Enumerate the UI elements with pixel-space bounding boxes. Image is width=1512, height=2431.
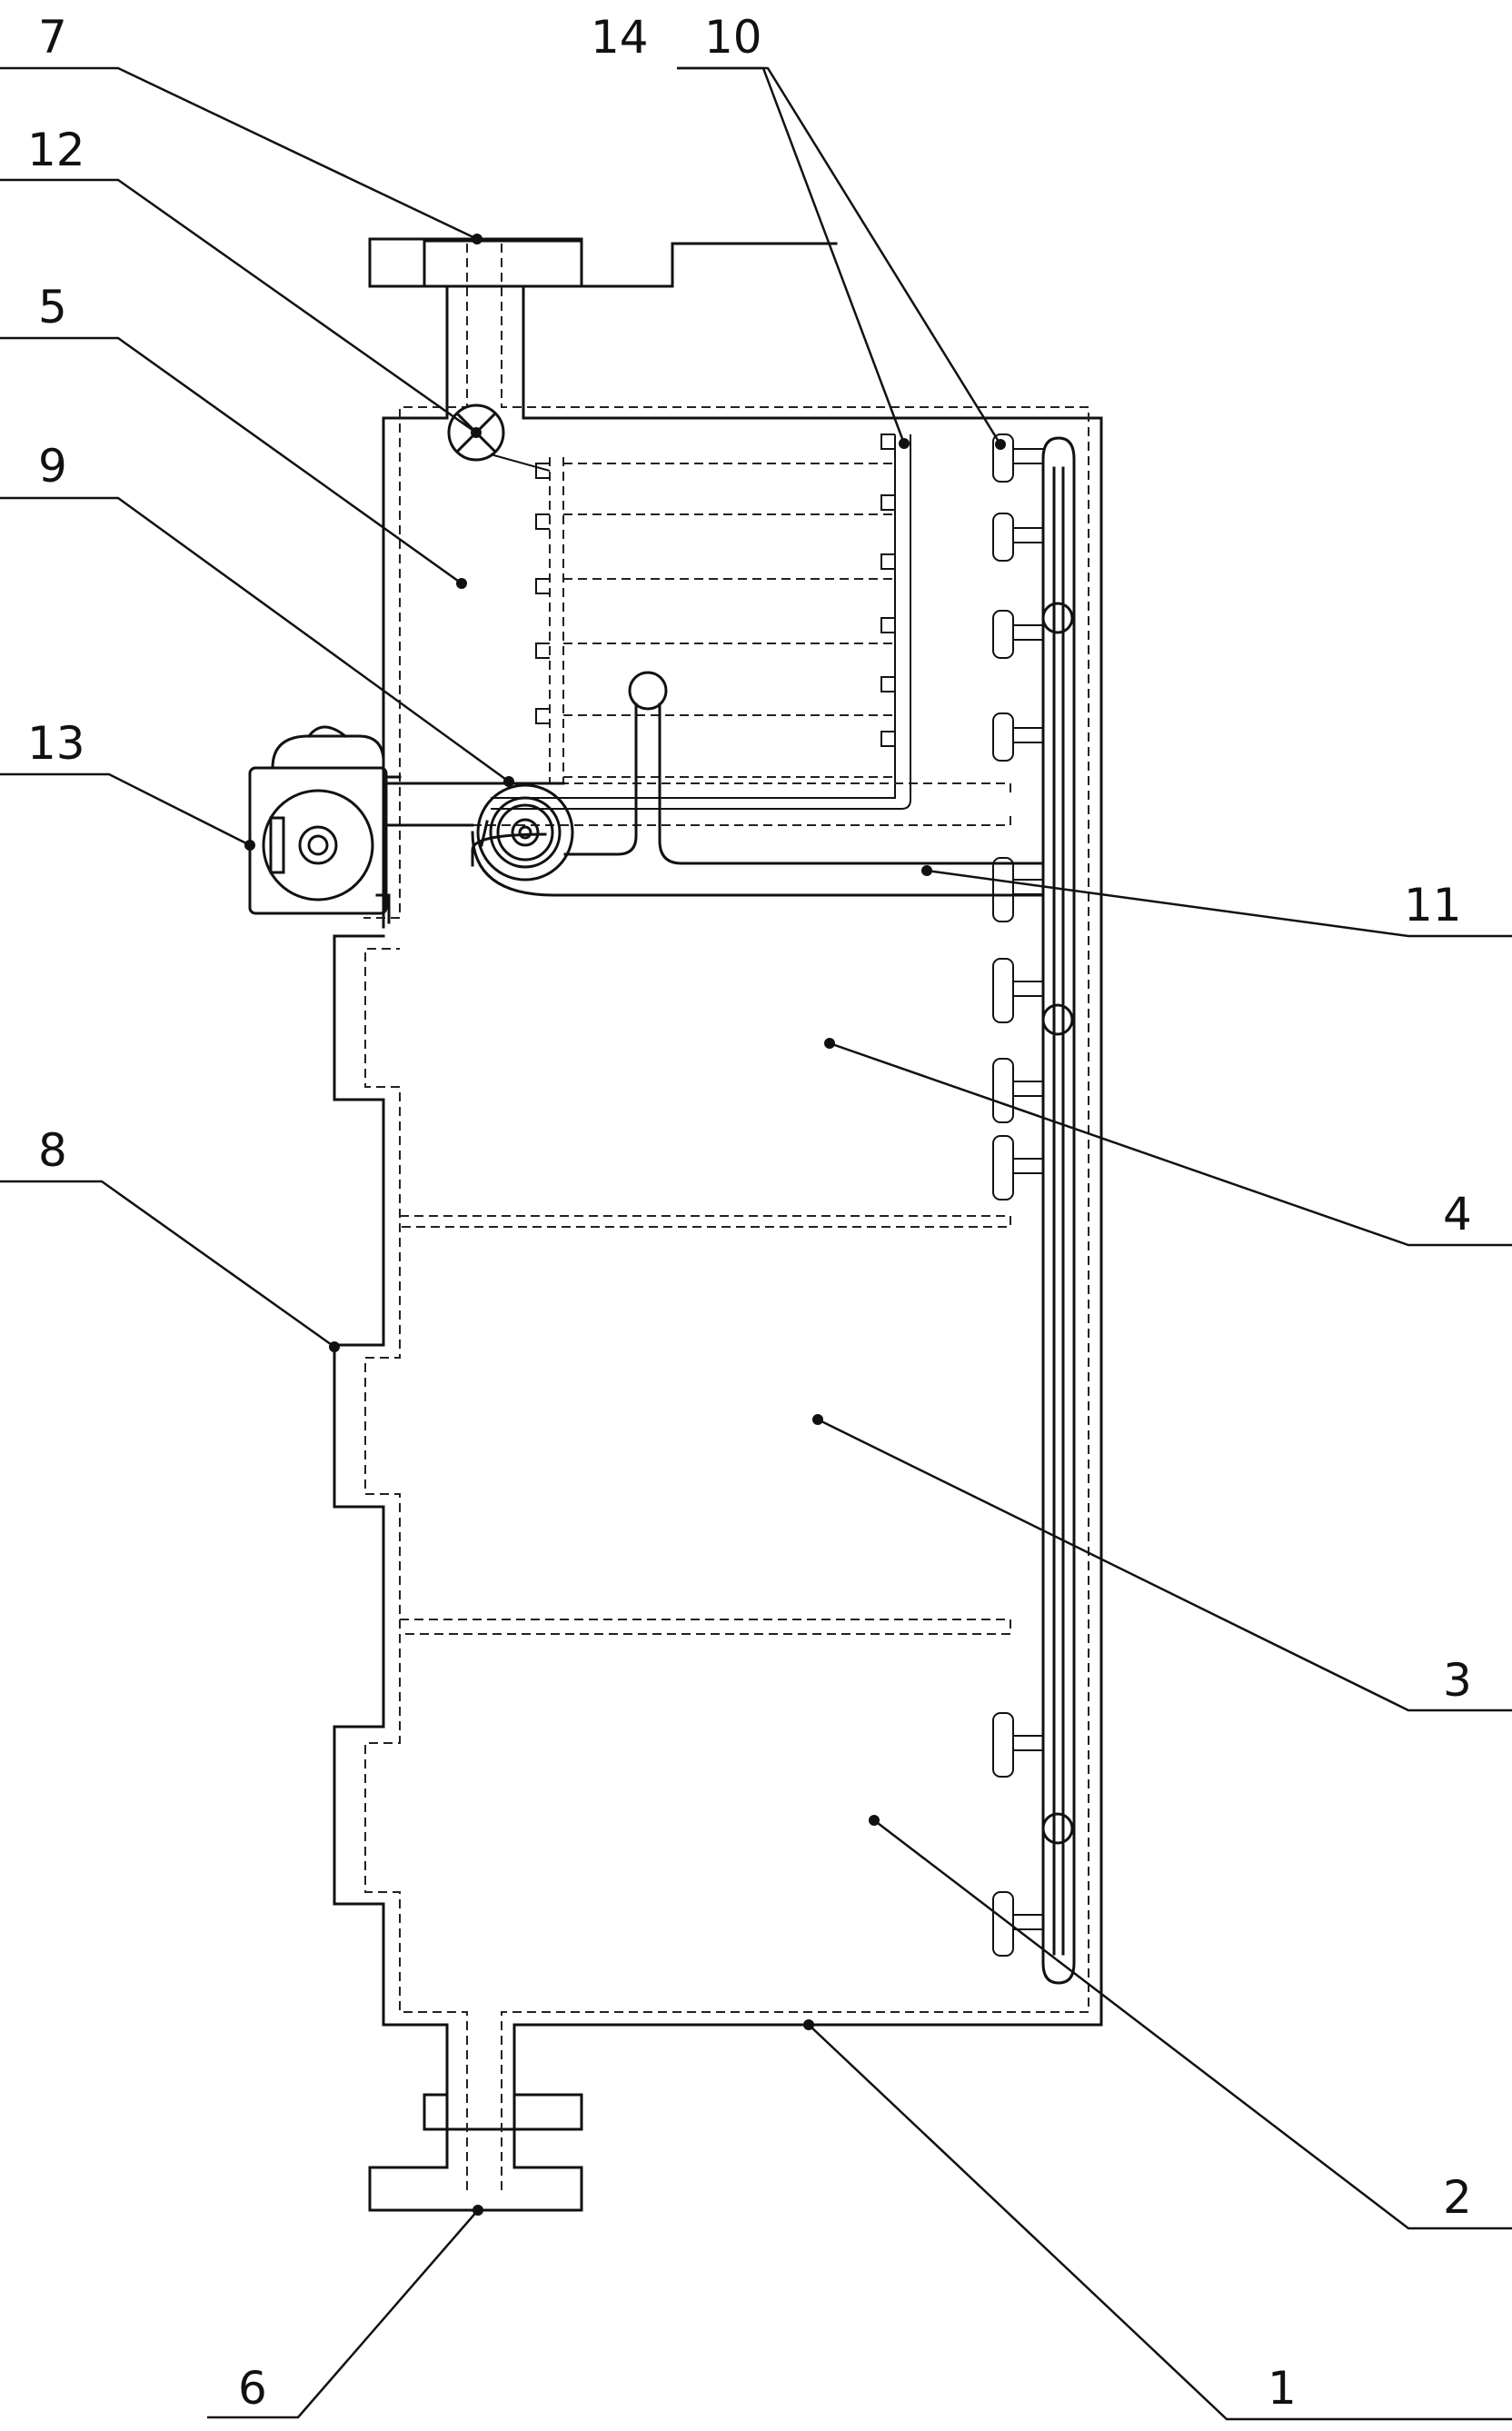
label-1: 1	[1268, 2362, 1297, 2415]
fan-assembly	[248, 725, 402, 924]
label-13: 13	[27, 717, 85, 770]
label-2: 2	[1443, 2171, 1472, 2224]
upper-chamber	[382, 433, 1011, 827]
label-4: 4	[1443, 1188, 1472, 1240]
label-3: 3	[1443, 1654, 1472, 1707]
label-8: 8	[38, 1124, 67, 1177]
inner-liner	[363, 244, 1089, 2190]
reference-numerals: 7 12 5 9 13 8 6 14 10 11 4 3 2 1	[27, 11, 1472, 2415]
valve	[447, 404, 551, 472]
leaders	[0, 66, 1512, 2421]
circulation-pipe	[471, 671, 1045, 897]
label-11: 11	[1404, 879, 1462, 932]
label-12: 12	[27, 124, 85, 176]
label-9: 9	[38, 440, 67, 493]
nozzles	[992, 433, 1043, 1957]
label-5: 5	[38, 281, 67, 334]
vertical-pipe	[1041, 436, 1076, 1985]
label-7: 7	[38, 11, 67, 64]
label-10: 10	[704, 11, 762, 64]
pump-assembly	[471, 783, 574, 897]
housing-outline	[333, 237, 1103, 2212]
label-14: 14	[591, 11, 649, 64]
label-6: 6	[238, 2362, 267, 2415]
partitions	[400, 1215, 1011, 1635]
